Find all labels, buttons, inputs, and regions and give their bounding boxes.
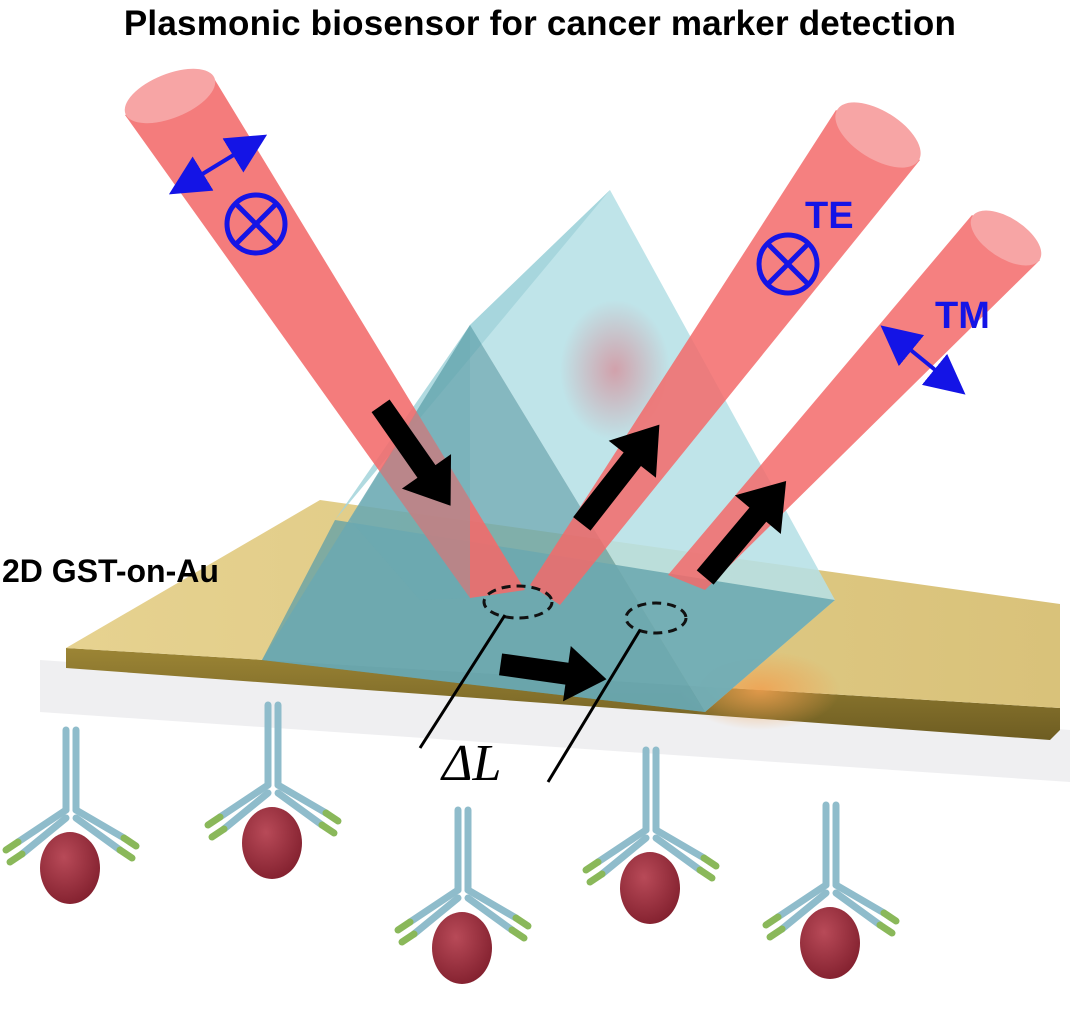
incident-inplane-double-arrow-icon	[168, 134, 268, 195]
delta-l-line-right	[546, 629, 642, 783]
antigen	[40, 832, 100, 904]
antibody-antigen-complex	[2, 726, 140, 904]
delta-l-line-left	[418, 614, 507, 749]
incident-circle-cross-icon	[224, 192, 288, 256]
page-title: Plasmonic biosensor for cancer marker de…	[123, 4, 957, 43]
te-circle-cross-icon	[756, 232, 820, 296]
antibody-antigen-complex	[394, 806, 532, 984]
incident-arrow	[371, 399, 452, 506]
tm-arrow	[696, 480, 787, 585]
propagation-arrow	[499, 645, 607, 702]
antibody-antigen-complex	[204, 701, 342, 879]
antibody-row	[2, 701, 900, 984]
reflection-spot-1	[482, 584, 554, 620]
antibody-antigen-complex	[582, 746, 720, 924]
te-label: TE	[805, 195, 854, 237]
tm-double-arrow-icon	[880, 325, 966, 395]
antigen	[800, 907, 860, 979]
reflection-spot-2	[624, 601, 688, 635]
delta-l-label: ΔL	[440, 735, 501, 792]
te-arrow	[573, 424, 660, 531]
antigen	[432, 912, 492, 984]
antibody-antigen-complex	[762, 801, 900, 979]
antigen	[620, 852, 680, 924]
tm-label: TM	[935, 295, 990, 337]
substrate-label: 2D GST-on-Au	[2, 553, 219, 589]
antigen	[242, 807, 302, 879]
